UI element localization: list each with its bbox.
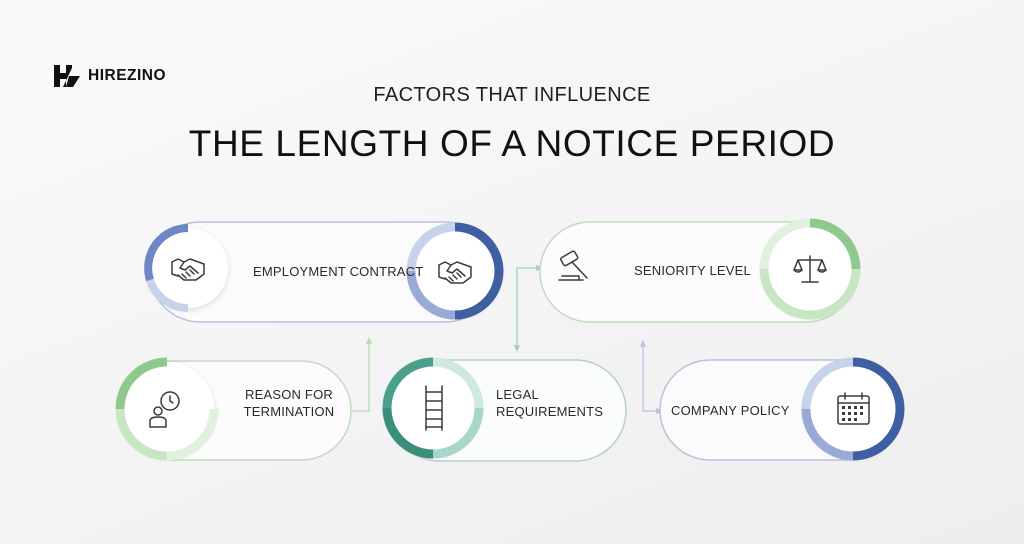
- connector-policy-to-seniority: [639, 339, 664, 415]
- ladder-icon: [425, 385, 443, 431]
- factor-seniority-level: [539, 218, 861, 323]
- handshake-icon: [171, 258, 205, 281]
- page-subtitle: FACTORS THAT INFLUENCE: [373, 84, 651, 106]
- legal-label-line1: LEGAL: [496, 387, 539, 402]
- scales-icon: [793, 255, 827, 283]
- factor-legal-requirements: [382, 357, 627, 462]
- seniority-level-label: SENIORITY LEVEL: [634, 263, 751, 278]
- gavel-icon: [558, 250, 588, 281]
- reason-label-line1: REASON FOR: [245, 387, 333, 402]
- brand-logo: HIREZINO: [52, 62, 166, 90]
- handshake-icon: [438, 261, 472, 284]
- brand-name: HIREZINO: [88, 67, 167, 84]
- reason-for-termination-label: REASON FOR TERMINATION: [237, 386, 341, 420]
- reason-label-line2: TERMINATION: [243, 404, 335, 419]
- calendar-icon: [837, 392, 870, 425]
- employment-contract-label: EMPLOYMENT CONTRACT: [253, 264, 424, 279]
- factor-company-policy: [659, 357, 905, 461]
- hz-monogram-icon: [54, 65, 80, 87]
- legal-label-line2: REQUIREMENTS: [496, 404, 604, 419]
- person-clock-icon: [149, 391, 180, 428]
- connector-reason-to-contract: [351, 336, 373, 412]
- company-policy-label: COMPANY POLICY: [671, 403, 790, 418]
- connector-legal-to-seniority: [513, 264, 544, 353]
- legal-requirements-label: LEGAL REQUIREMENTS: [496, 386, 603, 420]
- page-title: THE LENGTH OF A NOTICE PERIOD: [188, 123, 836, 164]
